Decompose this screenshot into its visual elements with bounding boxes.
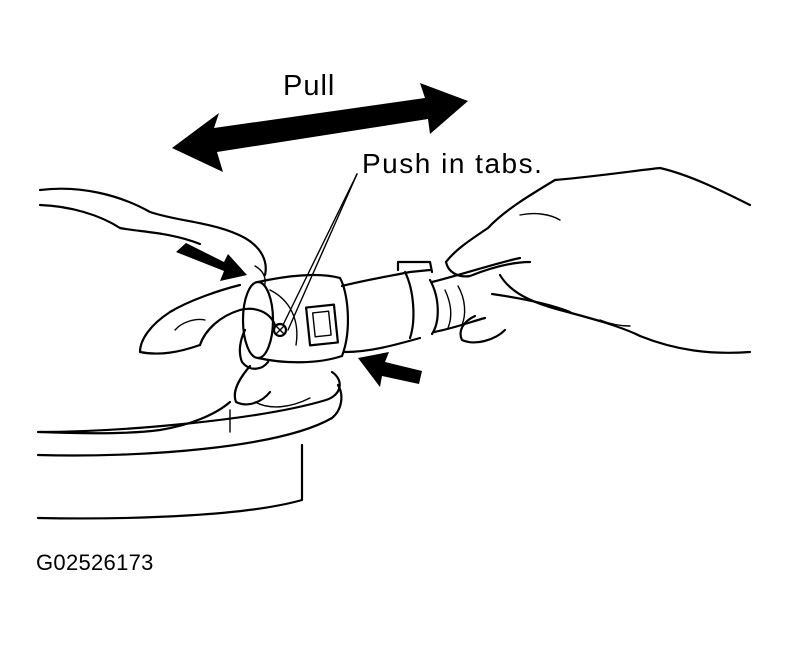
left-hand bbox=[38, 187, 277, 435]
round-base-mount bbox=[36, 370, 343, 520]
electrical-connector bbox=[241, 260, 439, 364]
right-hand bbox=[444, 166, 752, 354]
push-in-tabs-callout: Push in tabs. bbox=[362, 148, 544, 179]
leader-line-lower bbox=[287, 173, 358, 331]
tab-marker-icon bbox=[272, 322, 288, 338]
leader-line-upper bbox=[282, 173, 358, 326]
pull-label: Pull bbox=[283, 70, 336, 102]
push-arrow-left-icon bbox=[176, 243, 247, 281]
figure-id-label: G02526173 bbox=[36, 550, 154, 575]
pull-double-arrow-icon bbox=[172, 83, 468, 172]
wire-harness-cable bbox=[430, 256, 522, 334]
push-arrow-right-icon bbox=[358, 352, 422, 387]
